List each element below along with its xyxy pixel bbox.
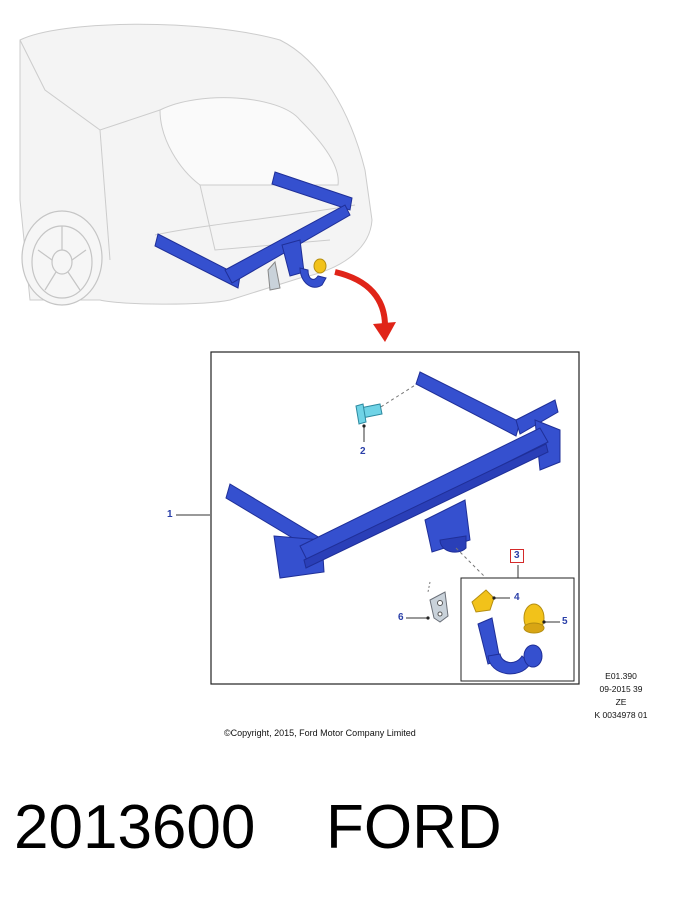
rear-wheel (21, 210, 103, 306)
bracket-on-vehicle (267, 260, 281, 291)
reference-code-4: K 0034978 01 (594, 710, 648, 720)
towbar-crossbeam (225, 371, 561, 579)
callout-5: 5 (562, 616, 568, 627)
reference-code-2: 09-2015 39 (599, 684, 643, 694)
towbar-on-vehicle (154, 171, 353, 289)
callout-6: 6 (398, 612, 404, 623)
reference-code-3: ZE (615, 697, 627, 707)
vehicle-rear-outline (19, 23, 373, 305)
cap-part-5 (523, 603, 545, 634)
callout-1: 1 (167, 509, 173, 520)
tow-hook (477, 617, 543, 675)
callout-3: 3 (510, 549, 524, 563)
reference-code-1: E01.390 (605, 671, 637, 681)
part-number: 2013600 (14, 793, 256, 862)
zoom-arrow (334, 269, 396, 342)
clip-part-4 (471, 589, 495, 613)
brand-name: FORD (326, 793, 502, 862)
bracket-part-6 (429, 591, 449, 623)
socket-cap-on-vehicle (313, 258, 327, 274)
copyright-notice: ©Copyright, 2015, Ford Motor Company Lim… (224, 728, 416, 738)
alignment-dash-line (375, 381, 421, 411)
bolt-part-2 (355, 403, 383, 425)
callout-2: 2 (360, 446, 366, 457)
callout-4: 4 (514, 592, 520, 603)
